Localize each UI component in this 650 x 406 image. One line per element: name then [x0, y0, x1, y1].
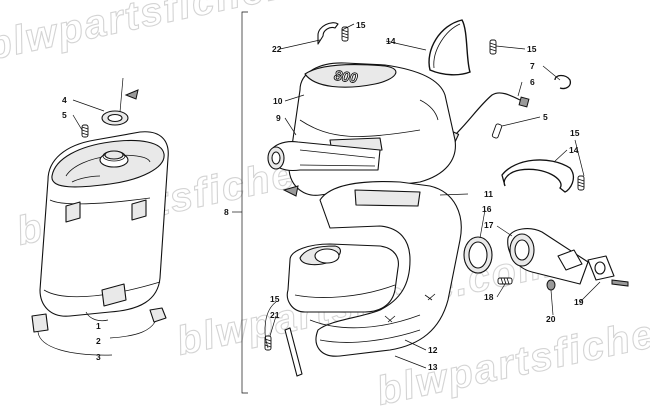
expansion-chamber-lower	[286, 181, 462, 357]
expansion-chamber-upper: 800	[288, 62, 456, 196]
callout-15: 15	[270, 294, 280, 304]
callout-12: 12	[428, 345, 438, 355]
callout-1: 1	[96, 321, 101, 331]
clamp-ring-icon	[554, 74, 572, 90]
callout-10: 10	[273, 96, 283, 106]
silencer-assembly	[31, 77, 169, 333]
clamp-ring-icon	[428, 19, 471, 76]
sensor-probe	[444, 92, 530, 148]
callout-labels: 1 2 3 4 5 6 7 8 9 10 11 12 13 14 15 22 1…	[62, 20, 584, 372]
callout-7: 7	[530, 61, 535, 71]
callout-20: 20	[546, 314, 556, 324]
callout-4: 4	[62, 95, 67, 105]
callout-16: 16	[482, 204, 492, 214]
spring-icon	[489, 39, 497, 55]
callout-19: 19	[574, 297, 584, 307]
exhaust-pipe-9	[267, 141, 381, 172]
spring-icon	[264, 335, 272, 351]
callout-22: 22	[272, 44, 282, 54]
callout-9: 9	[276, 113, 281, 123]
exhaust-manifold	[507, 228, 589, 285]
callout-2: 2	[96, 336, 101, 346]
callout-18: 18	[484, 292, 494, 302]
clamp-ring-icon	[501, 159, 574, 193]
callout-15: 15	[356, 20, 366, 30]
spring-icon	[341, 26, 349, 42]
mounting-bracket	[65, 201, 81, 223]
callout-6: 6	[530, 77, 535, 87]
part-emboss-text: 800	[333, 67, 359, 86]
callout-11: 11	[484, 189, 493, 199]
bolt-icon	[611, 279, 629, 287]
bolt-icon	[546, 279, 556, 291]
arrow-marker-icon	[124, 89, 139, 100]
mounting-bracket	[101, 283, 127, 307]
callout-17: 17	[484, 220, 494, 230]
callout-15: 15	[570, 128, 580, 138]
support-rod	[284, 327, 303, 377]
watermark-text: blwpartsfiche.com	[0, 0, 369, 69]
mounting-bracket	[131, 199, 147, 221]
spring-icon	[497, 277, 513, 285]
callout-13: 13	[428, 362, 438, 372]
clamp-ring-icon	[317, 22, 339, 45]
group-bracket-8	[241, 11, 248, 394]
callout-14: 14	[386, 36, 396, 46]
rubber-mount-icon	[149, 307, 167, 323]
callout-14: 14	[569, 145, 579, 155]
callout-21: 21	[270, 310, 280, 320]
callout-8: 8	[224, 207, 229, 217]
callout-5: 5	[62, 110, 67, 120]
spring-icon	[81, 124, 89, 138]
arrow-marker-icon	[282, 185, 299, 197]
spring-icon	[491, 123, 503, 139]
callout-3: 3	[96, 352, 101, 362]
spring-icon	[577, 175, 585, 191]
rubber-mount-icon	[31, 313, 49, 333]
callout-15: 15	[527, 44, 537, 54]
callout-5: 5	[543, 112, 548, 122]
